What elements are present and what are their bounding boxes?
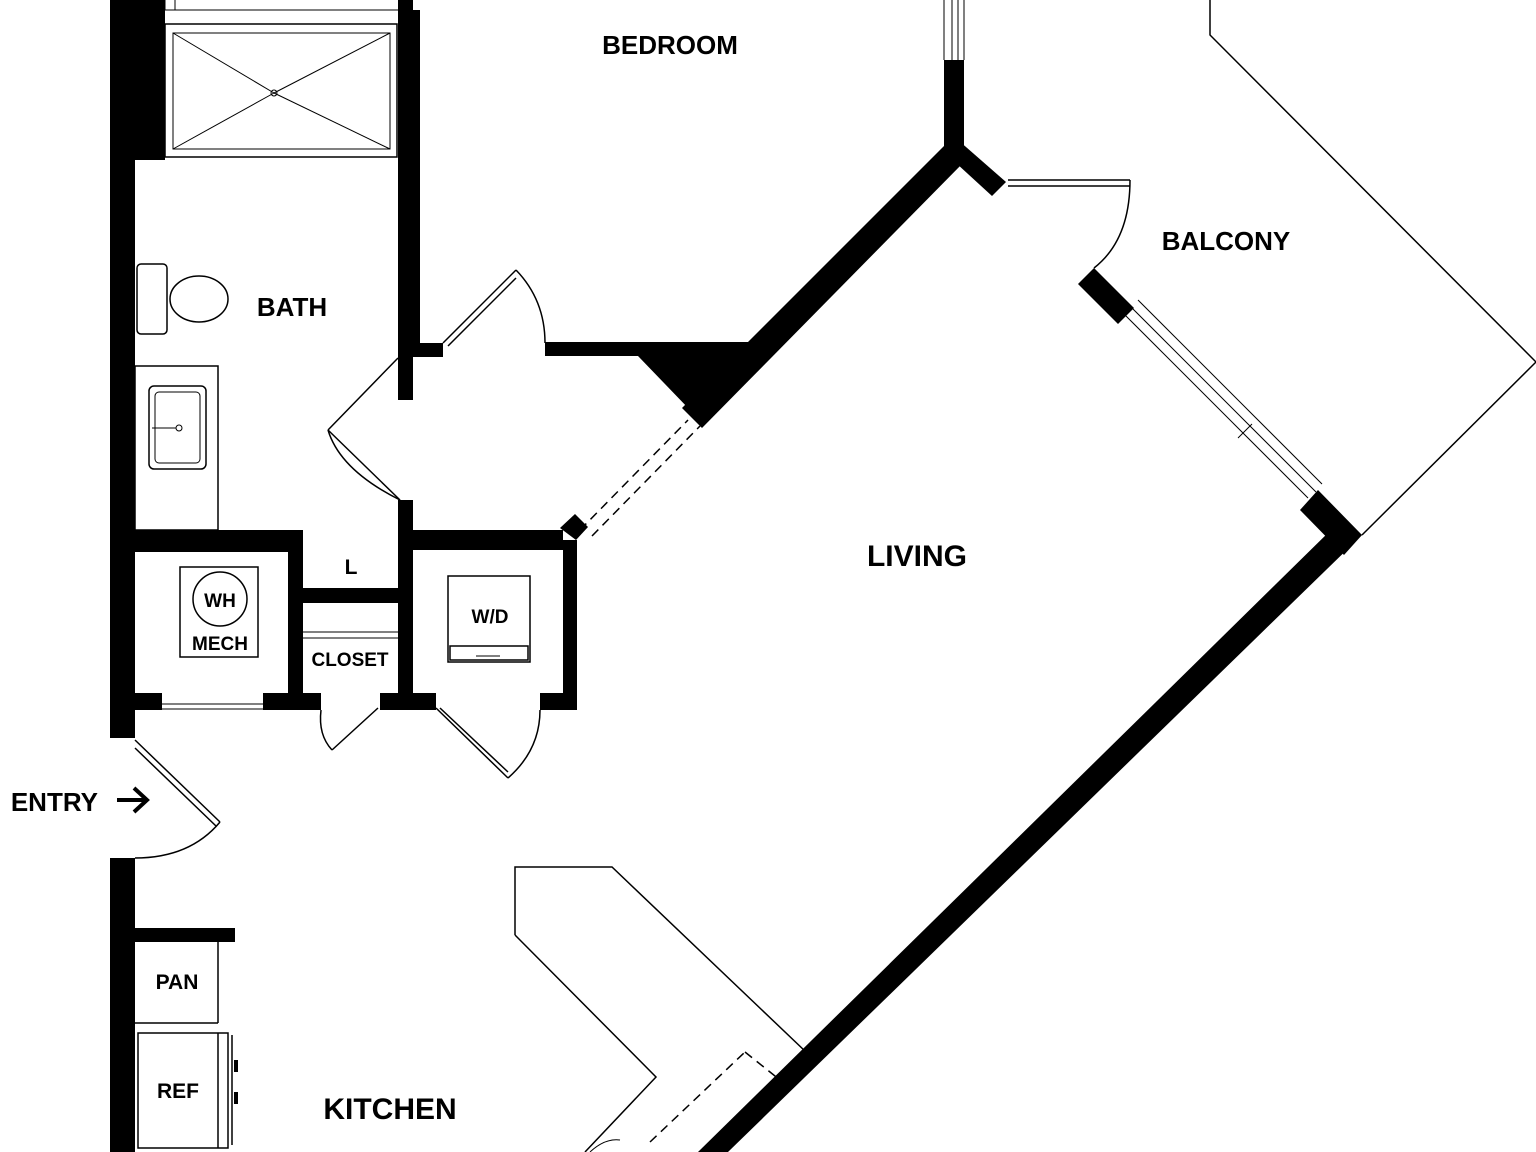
toilet <box>136 263 229 335</box>
arrow-right-icon <box>117 786 150 814</box>
label-refrigerator: REF <box>157 1080 199 1103</box>
label-pantry: PAN <box>156 971 199 994</box>
label-balcony: BALCONY <box>1162 226 1291 256</box>
label-water-heater: WH <box>204 591 236 612</box>
label-living: LIVING <box>867 540 967 573</box>
label-bedroom: BEDROOM <box>602 30 738 60</box>
label-washer-dryer: W/D <box>472 607 509 628</box>
label-linen: L <box>345 556 358 579</box>
washer-dryer <box>447 575 531 663</box>
label-bath: BATH <box>257 292 327 322</box>
room-labels: BEDROOM BATH BALCONY LIVING L WH MECH CL… <box>11 30 1290 1126</box>
label-mech: MECH <box>192 634 248 655</box>
label-closet: CLOSET <box>311 650 388 671</box>
fixtures-and-openings <box>134 0 1536 1152</box>
refrigerator <box>137 1032 238 1149</box>
vanity <box>134 365 219 531</box>
label-kitchen: KITCHEN <box>323 1093 456 1126</box>
water-heater <box>179 566 259 658</box>
entry-door <box>134 739 221 859</box>
walls <box>110 0 1362 1152</box>
label-entry: ENTRY <box>11 787 98 817</box>
shower <box>164 23 398 158</box>
